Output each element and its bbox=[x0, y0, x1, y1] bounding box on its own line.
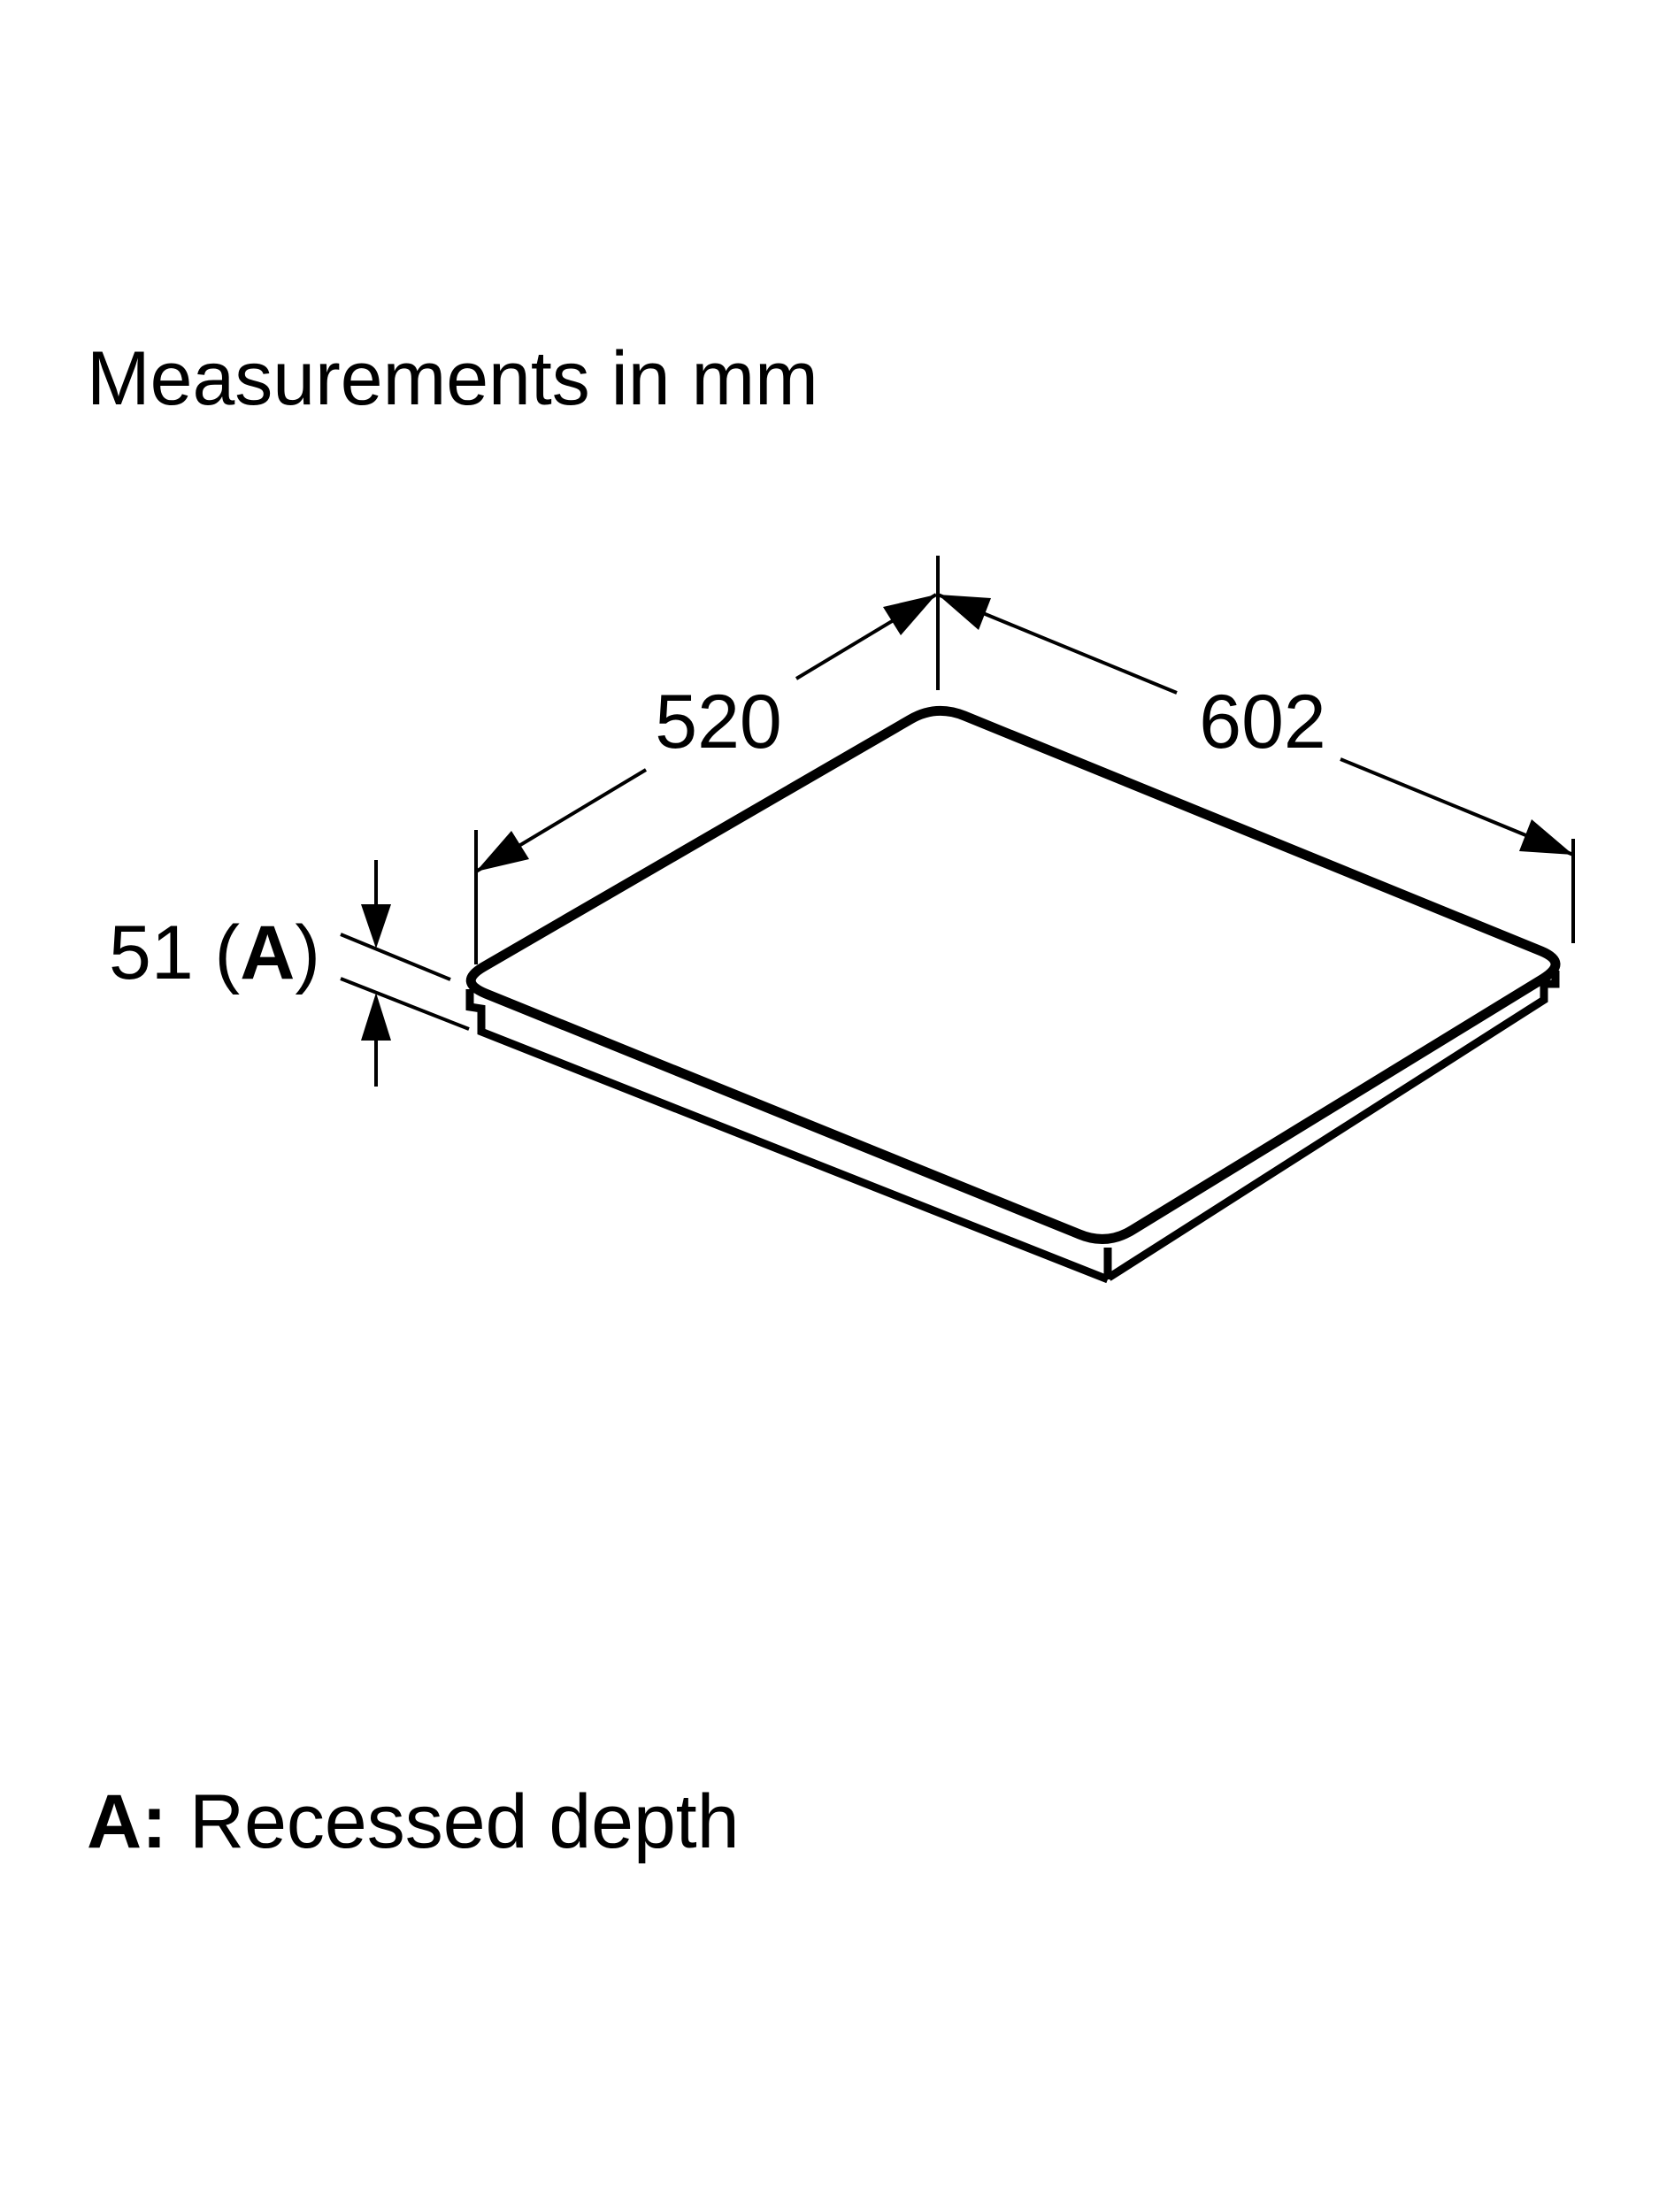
arrowhead-recess-up-icon bbox=[361, 993, 391, 1041]
hob-glass-outline bbox=[465, 705, 1561, 1244]
arrowhead-depth-top-icon bbox=[883, 595, 936, 635]
arrowhead-width-left-icon bbox=[938, 595, 991, 630]
hob-base-right-edge bbox=[1106, 971, 1560, 1281]
arrowhead-depth-bottom-icon bbox=[476, 831, 529, 872]
legend-line: A: Recessed depth bbox=[87, 1779, 740, 1864]
hob-base-left-edge bbox=[465, 989, 1110, 1284]
arrowhead-width-right-icon bbox=[1519, 819, 1573, 855]
recess-label-letter: A bbox=[240, 910, 295, 995]
recess-label-prefix: 51 ( bbox=[109, 910, 241, 995]
legend-description: Recessed depth bbox=[189, 1779, 740, 1864]
dimension-label-depth: 520 bbox=[655, 680, 782, 764]
extension-line-recess-bottom bbox=[340, 977, 470, 1031]
extension-line-recess-top bbox=[340, 933, 451, 981]
page-title: Measurements in mm bbox=[87, 336, 818, 421]
dimension-label-recess: 51 (A) bbox=[109, 910, 320, 995]
dimension-label-width: 602 bbox=[1199, 680, 1326, 764]
legend-key: A: bbox=[87, 1779, 167, 1864]
recess-label-suffix: ) bbox=[295, 910, 320, 995]
arrowhead-recess-down-icon bbox=[361, 904, 391, 949]
